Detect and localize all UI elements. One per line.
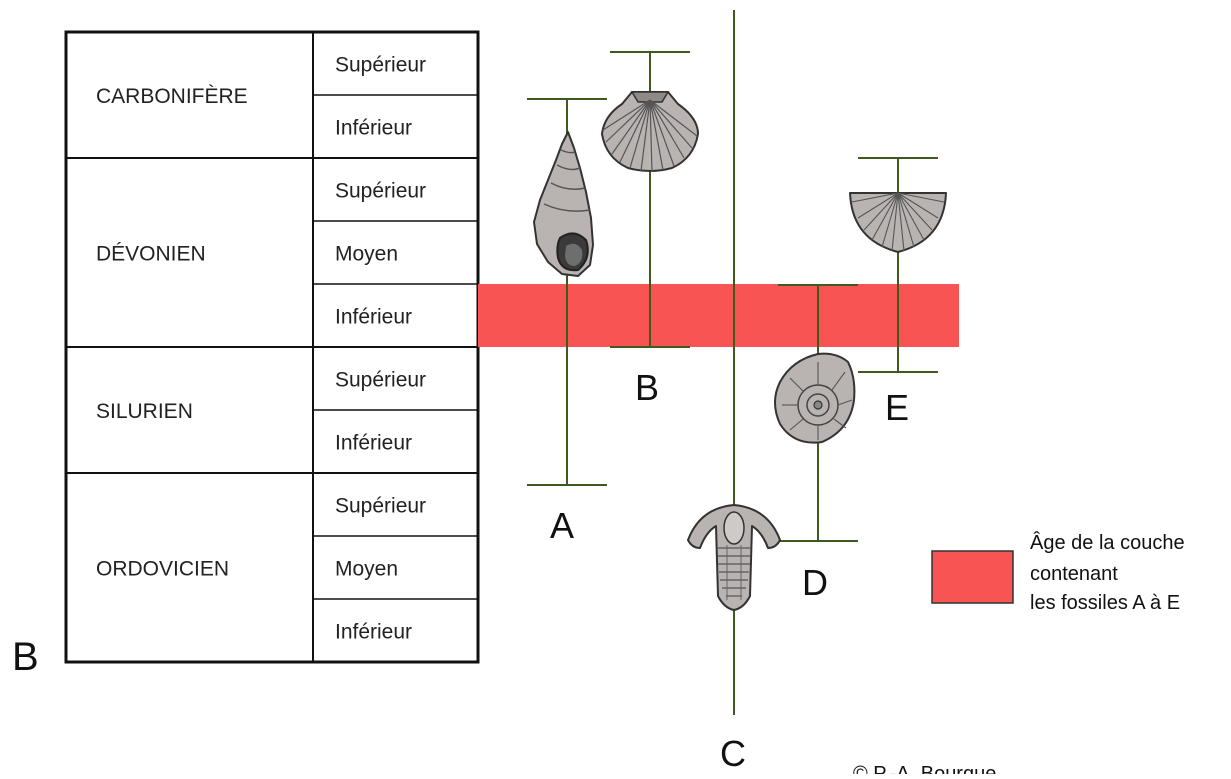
epoch-name: Inférieur (335, 306, 412, 329)
legend: Âge de la couche contenant les fossiles … (931, 531, 1185, 614)
legend-line-3: les fossiles A à E (1030, 592, 1180, 614)
epoch-name: Inférieur (335, 432, 412, 455)
epoch-name: Inférieur (335, 117, 412, 140)
period-name: CARBONIFÈRE (96, 85, 248, 108)
brachiopod-icon (849, 192, 947, 253)
legend-line-2: contenant (1030, 563, 1118, 585)
fossil-label-d: D (802, 562, 828, 603)
period-name: ORDOVICIEN (96, 558, 229, 581)
epoch-name: Supérieur (335, 495, 426, 518)
legend-swatch (931, 550, 1014, 604)
fossil-label-a: A (550, 505, 574, 546)
epoch-name: Inférieur (335, 621, 412, 644)
figure-letter: B (12, 635, 39, 679)
epoch-name: Supérieur (335, 54, 426, 77)
period-name: DÉVONIEN (96, 243, 206, 266)
trilobite-icon (687, 504, 781, 611)
fossil-illustrations (533, 91, 947, 611)
epoch-name: Moyen (335, 558, 398, 581)
epoch-name: Moyen (335, 243, 398, 266)
fossil-label-b: B (635, 367, 659, 408)
stratigraphic-table: CARBONIFÈRESupérieurInférieurDÉVONIENSup… (64, 30, 480, 664)
epoch-name: Supérieur (335, 369, 426, 392)
credit-text: © P.-A. Bourque (853, 763, 996, 774)
legend-line-1: Âge de la couche (1030, 531, 1185, 554)
fossil-label-c: C (720, 733, 746, 774)
fossil-label-e: E (885, 387, 909, 428)
ammonite-icon (774, 352, 856, 444)
gastropod-icon (533, 131, 594, 277)
epoch-name: Supérieur (335, 180, 426, 203)
scallop-icon (601, 91, 699, 173)
layer-age-band (478, 284, 959, 347)
period-name: SILURIEN (96, 400, 193, 423)
fossil-labels: A B C D E (550, 367, 909, 774)
